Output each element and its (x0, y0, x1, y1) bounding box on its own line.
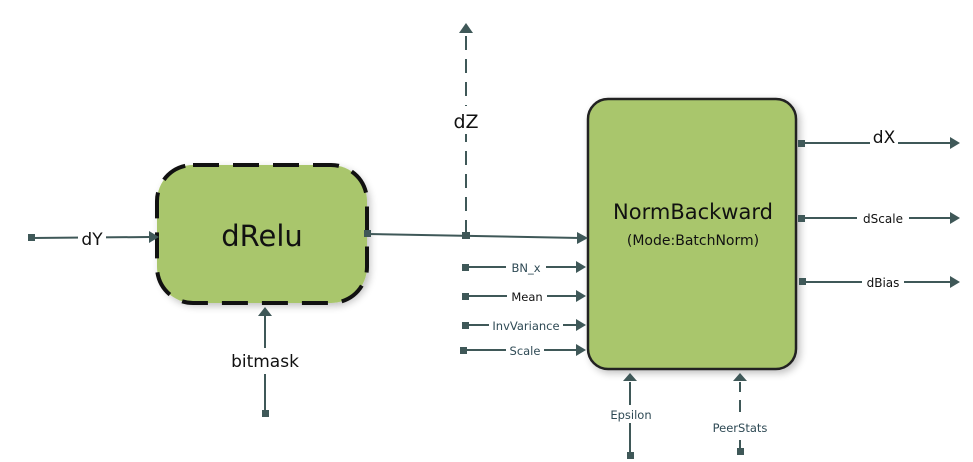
port-dz-junction (462, 232, 470, 239)
port-drelu-out (364, 230, 371, 237)
port-epsilon-start (627, 452, 634, 459)
port-dscale-start (798, 215, 805, 222)
arrowhead-bitmask (258, 307, 272, 316)
label-dbias: dBias (867, 276, 900, 290)
arrowhead-bn-x (576, 261, 586, 273)
port-peerstats-start (737, 448, 744, 455)
arrowhead-epsilon (623, 373, 637, 381)
label-invvariance: InvVariance (492, 319, 559, 333)
label-peerstats: PeerStats (713, 421, 768, 435)
label-epsilon: Epsilon (610, 408, 651, 422)
drelu-dashed-border (155, 163, 369, 305)
arrowhead-dz (459, 23, 473, 33)
port-bn-x-start (462, 264, 469, 271)
port-bitmask-start (262, 410, 269, 417)
edge-drelu-to-norm-line (367, 233, 581, 239)
arrowhead-peerstats (733, 373, 747, 381)
port-scale-start (460, 347, 467, 354)
arrowhead-dscale (950, 212, 960, 224)
label-dz: dZ (453, 111, 478, 133)
arrowhead-drelu-to-norm (577, 232, 588, 244)
drelu-label: dRelu (221, 219, 303, 253)
label-dscale: dScale (863, 212, 903, 226)
label-mean: Mean (511, 290, 542, 304)
arrowhead-invvariance (576, 319, 586, 331)
port-dy-start (28, 234, 35, 241)
normbackward-title: NormBackward (613, 200, 773, 224)
label-bn-x: BN_x (511, 261, 540, 275)
port-mean-start (462, 293, 469, 300)
label-scale: Scale (510, 344, 541, 358)
label-dy: dY (81, 230, 103, 250)
arrowhead-mean (576, 290, 586, 302)
arrowhead-dx (950, 137, 960, 149)
port-dbias-start (799, 278, 806, 285)
label-dx: dX (873, 128, 896, 148)
drelu-box (157, 165, 367, 303)
arrowhead-dbias (950, 276, 960, 288)
normbackward-block[interactable]: NormBackward (Mode:BatchNorm) (586, 97, 798, 371)
normbackward-subtitle: (Mode:BatchNorm) (627, 233, 759, 249)
port-invvariance-start (462, 322, 469, 329)
normbackward-box (586, 97, 798, 371)
drelu-block[interactable]: dRelu (155, 163, 369, 305)
port-dx-start (798, 140, 805, 147)
label-bitmask: bitmask (231, 352, 299, 372)
arrowhead-dy (149, 231, 159, 243)
arrowhead-scale (576, 344, 586, 356)
